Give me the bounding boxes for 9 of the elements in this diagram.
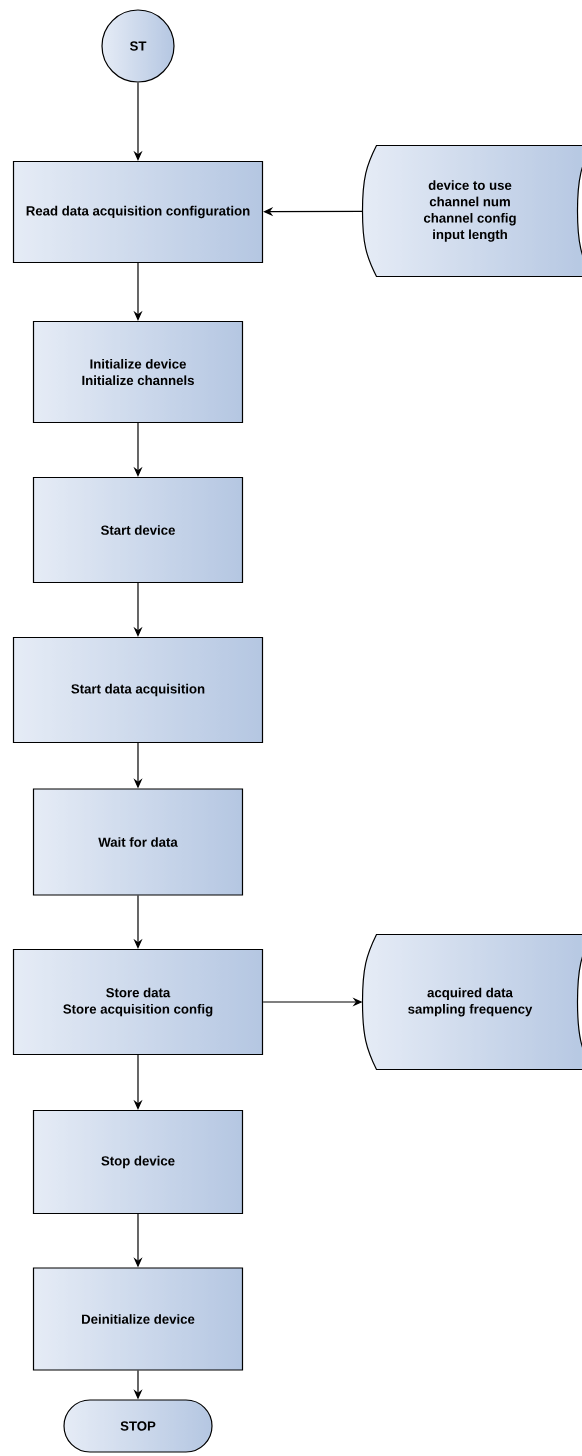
process-box: Start device	[32, 476, 244, 584]
process-box: Initialize device Initialize channels	[32, 320, 244, 424]
process-box: Deinitialize device	[32, 1267, 244, 1371]
arrow	[263, 207, 364, 217]
process-box: Start data acquisition	[12, 636, 264, 744]
process-box: Wait for data	[32, 788, 244, 896]
process-box: Stop device	[32, 1109, 244, 1215]
process-box: Store data Store acquisition config	[12, 948, 264, 1056]
process-box: Read data acquisition configuration	[12, 160, 264, 264]
